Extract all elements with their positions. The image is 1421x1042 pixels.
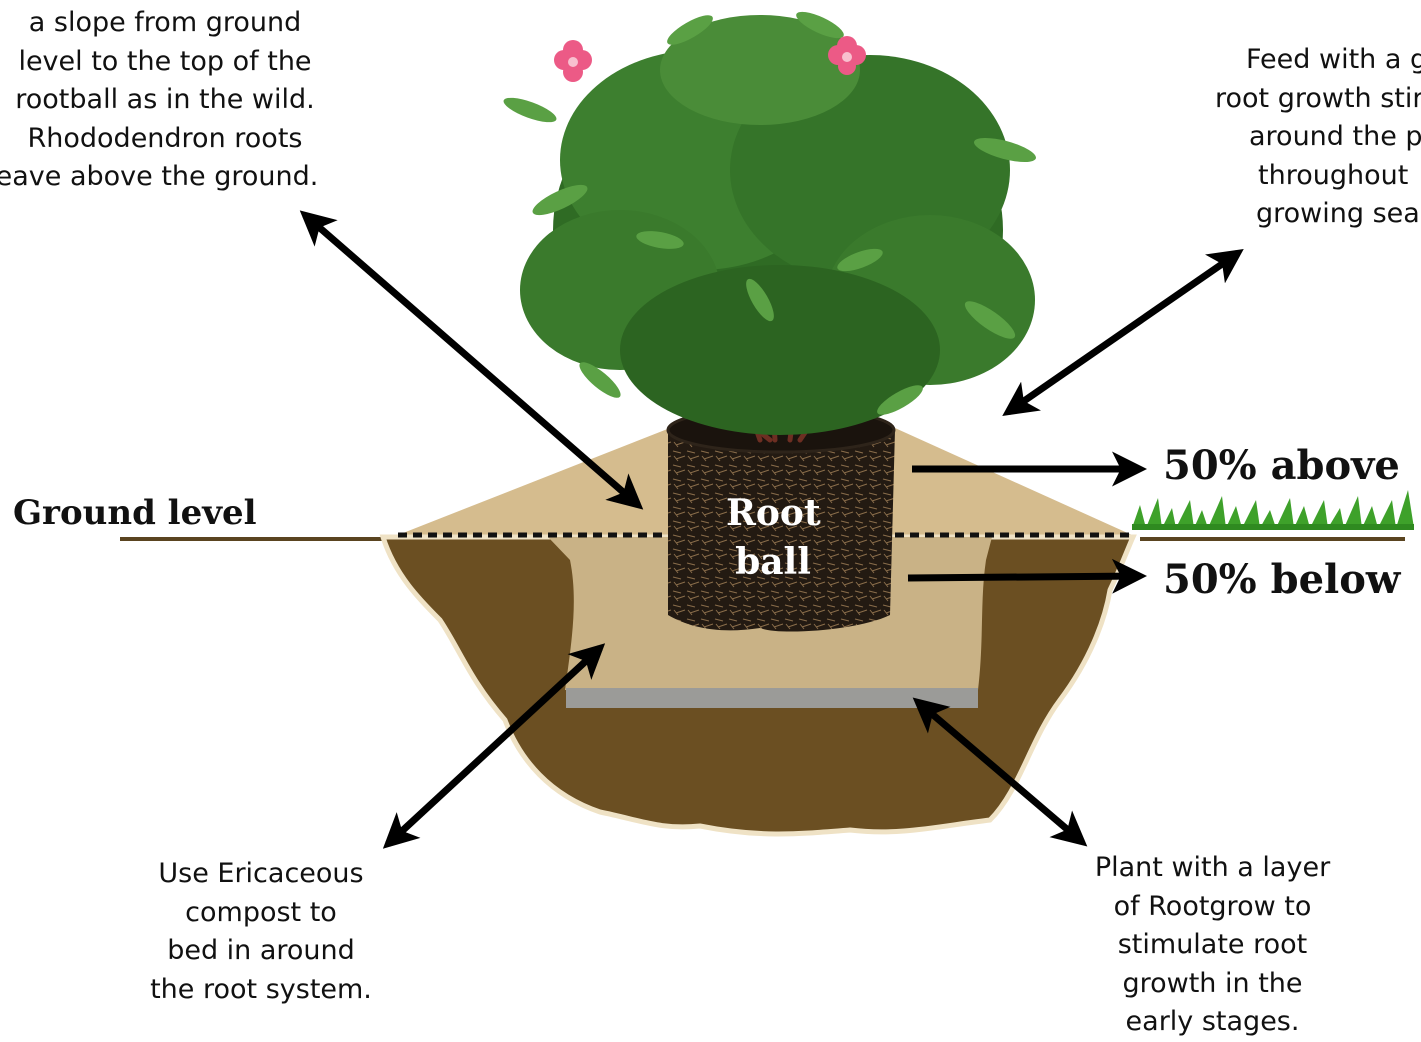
- note-top-right-line: throughout: [1215, 157, 1421, 196]
- pink-flower-left: [554, 40, 592, 82]
- note-top-right-line: growing sea: [1215, 195, 1421, 234]
- note-top-right-line: root growth stir: [1215, 80, 1421, 119]
- note-bottom-right-line: stimulate root: [1090, 926, 1335, 965]
- root-ball-label-line2: ball: [726, 538, 820, 587]
- ground-level-label: Ground level: [13, 491, 257, 535]
- note-top-left-line: Rhododendron roots: [0, 120, 330, 159]
- note-top-left: a slope from ground level to the top of …: [0, 4, 330, 197]
- grass-tuft: [1132, 490, 1414, 530]
- note-top-left-line: level to the top of the: [0, 43, 330, 82]
- note-top-right: Feed with a g root growth stir around th…: [1215, 41, 1421, 234]
- note-top-left-line: eave above the ground.: [0, 158, 330, 197]
- note-bottom-left-line: compost to: [136, 894, 386, 933]
- note-bottom-left: Use Ericaceous compost to bed in around …: [136, 855, 386, 1009]
- note-bottom-left-line: bed in around: [136, 932, 386, 971]
- note-top-right-line: Feed with a g: [1215, 41, 1421, 80]
- arrow-50-below: [908, 576, 1140, 578]
- note-bottom-right-line: of Rootgrow to: [1090, 888, 1335, 927]
- note-bottom-right-line: growth in the: [1090, 965, 1335, 1004]
- root-ball-label: Root ball: [726, 489, 820, 587]
- note-top-left-line: rootball as in the wild.: [0, 81, 330, 120]
- note-top-right-line: around the p: [1215, 118, 1421, 157]
- note-top-left-line: a slope from ground: [0, 4, 330, 43]
- note-bottom-right: Plant with a layer of Rootgrow to stimul…: [1090, 849, 1335, 1042]
- fifty-percent-above-label: 50% above: [1163, 441, 1400, 491]
- fifty-percent-below-label: 50% below: [1163, 555, 1400, 605]
- note-bottom-right-line: Plant with a layer: [1090, 849, 1335, 888]
- arrow-feed: [1008, 253, 1238, 412]
- root-ball-label-line1: Root: [726, 489, 820, 538]
- note-bottom-left-line: Use Ericaceous: [136, 855, 386, 894]
- note-bottom-left-line: the root system.: [136, 971, 386, 1010]
